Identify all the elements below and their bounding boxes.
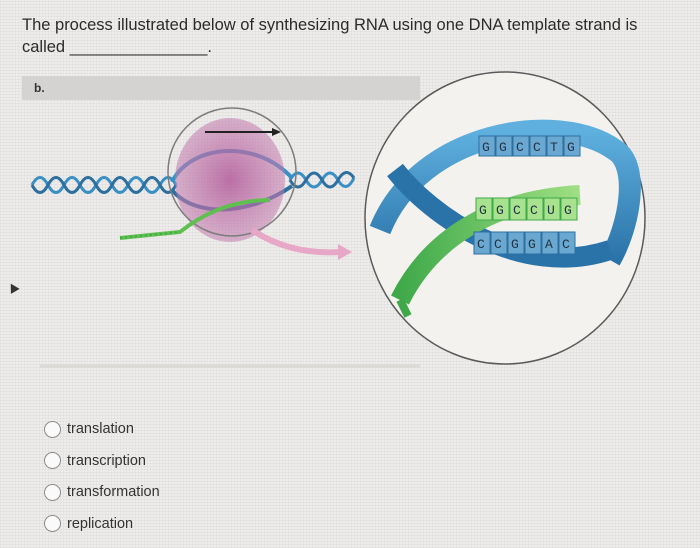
option-label: translation [67, 421, 134, 437]
base-label: A [545, 237, 553, 252]
base-label: G [482, 140, 490, 155]
base-label: G [528, 237, 536, 252]
option-translation[interactable]: translation [44, 418, 160, 440]
option-replication[interactable]: replication [44, 513, 160, 535]
base-label: G [564, 203, 572, 218]
base-label: G [511, 237, 519, 252]
base-label: C [530, 203, 538, 218]
option-label: transformation [67, 484, 160, 500]
option-transformation[interactable]: transformation [44, 481, 160, 503]
option-label: replication [67, 516, 133, 532]
base-label: G [499, 140, 507, 155]
base-label: C [533, 140, 541, 155]
base-label: T [550, 140, 558, 155]
base-label: C [477, 237, 485, 252]
zoom-view: G G C C T G G G C C U G C C G G A [365, 72, 645, 364]
figure-divider [40, 364, 420, 368]
option-label: transcription [67, 453, 146, 469]
base-label: U [547, 203, 555, 218]
dna-helix-right [290, 172, 354, 187]
zoom-arrow [252, 230, 352, 260]
base-label: C [494, 237, 502, 252]
radio-button[interactable] [44, 484, 61, 501]
transcription-bubble [120, 108, 296, 242]
radio-button[interactable] [44, 515, 61, 532]
base-label: C [513, 203, 521, 218]
option-transcription[interactable]: transcription [44, 450, 160, 472]
base-label: C [516, 140, 524, 155]
base-label: G [479, 203, 487, 218]
dna-helix-left [32, 178, 176, 193]
rna-bases: G G C C U G [476, 198, 577, 220]
answer-options: translation transcription transformation… [44, 418, 160, 544]
radio-button[interactable] [44, 421, 61, 438]
radio-button[interactable] [44, 452, 61, 469]
base-label: G [567, 140, 575, 155]
base-label: C [562, 237, 570, 252]
top-strand-bases: G G C C T G [479, 136, 580, 156]
base-label: G [496, 203, 504, 218]
template-bases: C C G G A C [474, 232, 575, 254]
